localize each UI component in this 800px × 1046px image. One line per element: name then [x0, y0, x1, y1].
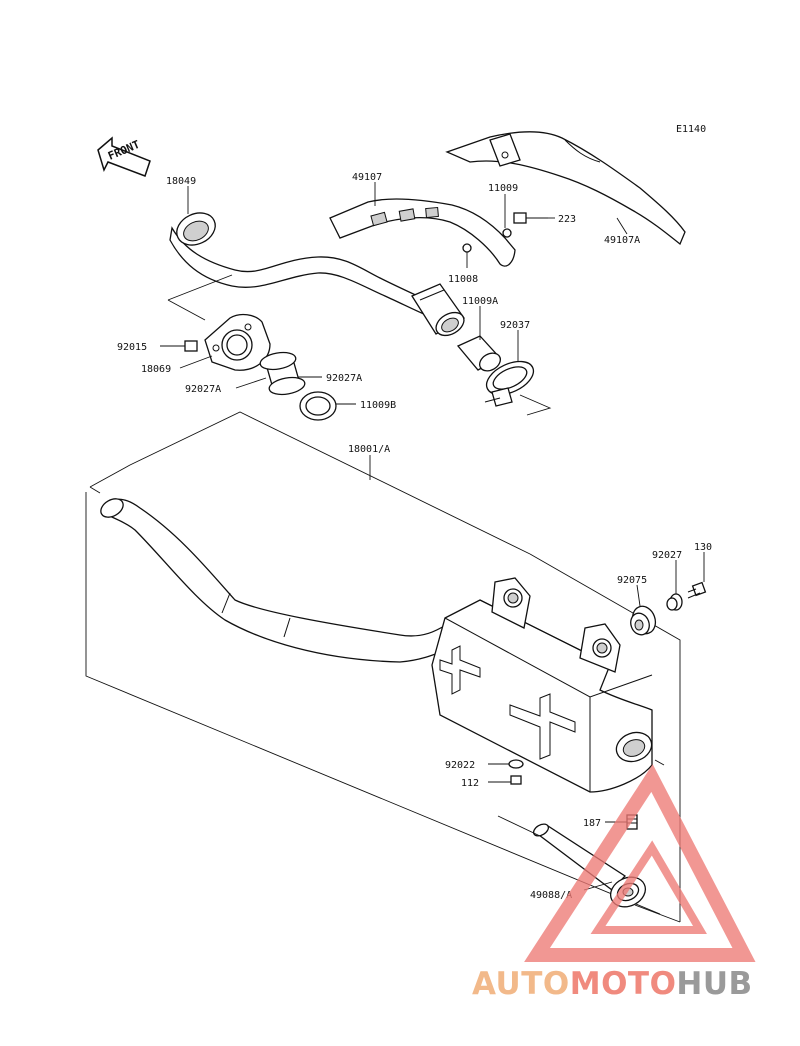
- clamp-92037: [484, 360, 535, 407]
- label-187: 187: [583, 818, 601, 829]
- watermark-part1: AUTO: [472, 966, 570, 1002]
- label-18001A: 18001/A: [348, 444, 390, 455]
- label-18069: 18069: [141, 364, 171, 375]
- watermark-part2: MOTO: [570, 966, 677, 1002]
- flange-18069: [204, 313, 271, 371]
- gasket-ring-11009B: [299, 391, 337, 421]
- washer-92027: [666, 593, 683, 611]
- figure-code: E1140: [676, 124, 706, 135]
- muffler-18001A: [100, 498, 653, 793]
- label-92015: 92015: [117, 342, 147, 353]
- watermark-triangle-logo: [524, 764, 756, 962]
- front-arrow-icon: FRONT: [97, 136, 151, 177]
- leader-lines: [160, 182, 705, 891]
- heat-shield-49107: [329, 198, 516, 267]
- watermark-text: AUTOMOTOHUB: [472, 966, 753, 1002]
- label-92027A-right: 92027A: [326, 373, 362, 384]
- label-92027A-left: 92027A: [185, 384, 221, 395]
- collar-92075: [630, 605, 657, 636]
- header-pipe-18049: [169, 212, 465, 337]
- label-11008: 11008: [448, 274, 478, 285]
- washer-92022: [508, 759, 524, 769]
- label-11009-top: 11009: [488, 183, 518, 194]
- label-49107: 49107: [352, 172, 382, 183]
- watermark-part3: HUB: [676, 966, 752, 1002]
- label-130: 130: [694, 542, 712, 553]
- label-18049: 18049: [166, 176, 196, 187]
- label-11009A: 11009A: [462, 296, 498, 307]
- label-92037: 92037: [500, 320, 530, 331]
- label-92022: 92022: [445, 760, 475, 771]
- label-92027: 92027: [652, 550, 682, 561]
- label-11009B: 11009B: [360, 400, 396, 411]
- label-223: 223: [558, 214, 576, 225]
- bolt-130: [687, 581, 707, 599]
- nut-11008: [462, 243, 472, 253]
- nut-92015: [184, 340, 198, 352]
- label-112: 112: [461, 778, 479, 789]
- heat-shield-49107A: [445, 131, 686, 246]
- label-49107A: 49107A: [604, 235, 640, 246]
- gasket-11009A: [456, 335, 502, 372]
- bolt-112: [510, 775, 522, 785]
- nut-11009: [502, 228, 512, 238]
- bolt-223: [513, 212, 548, 224]
- label-49088A: 49088/A: [530, 890, 572, 901]
- collar-92027A: [259, 351, 306, 396]
- label-92075: 92075: [617, 575, 647, 586]
